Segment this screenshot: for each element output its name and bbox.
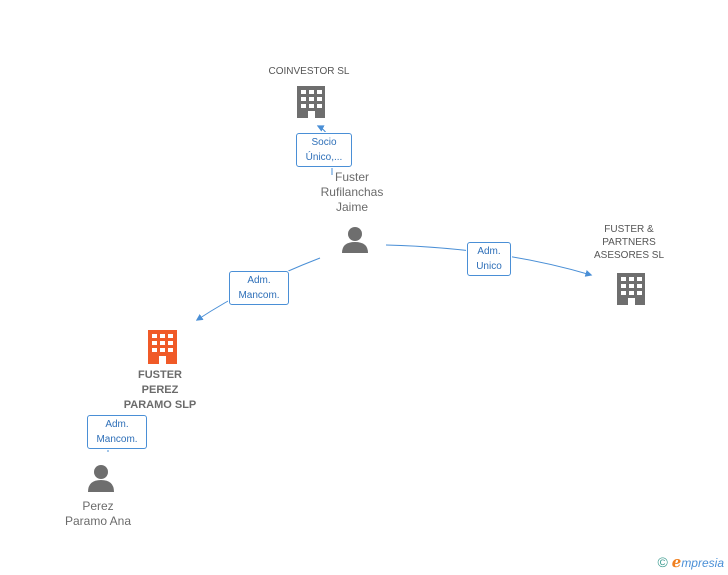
edge-label-adm-mancom[interactable]: Adm. Mancom. xyxy=(87,415,147,449)
copyright-icon: © xyxy=(657,554,668,570)
person-icon[interactable] xyxy=(88,465,114,492)
node-label-perez-paramo[interactable]: Perez Paramo Ana xyxy=(64,499,132,528)
edge-label-adm-unico[interactable]: Adm. Unico xyxy=(467,242,511,276)
edge-label-adm-mancom[interactable]: Adm. Mancom. xyxy=(229,271,289,305)
person-icon[interactable] xyxy=(342,227,368,253)
building-icon[interactable] xyxy=(148,330,177,364)
brand-logo-initial: ℯ xyxy=(671,554,682,571)
node-label-fuster-perez-paramo[interactable]: FUSTER PEREZ PARAMO SLP xyxy=(123,369,197,411)
footer-brand: ©ℯmpresia xyxy=(657,553,724,571)
building-icon[interactable] xyxy=(617,273,645,305)
node-label-coinvestor[interactable]: COINVESTOR SL xyxy=(268,66,350,77)
node-label-fuster-rufilanchas[interactable]: Fuster Rufilanchas Jaime xyxy=(320,170,384,214)
edge-label-socio[interactable]: Socio Único,... xyxy=(296,133,352,167)
brand-name: mpresia xyxy=(681,556,724,570)
building-icon[interactable] xyxy=(297,86,325,118)
node-label-fuster-partners[interactable]: FUSTER & PARTNERS ASESORES SL xyxy=(593,224,665,261)
